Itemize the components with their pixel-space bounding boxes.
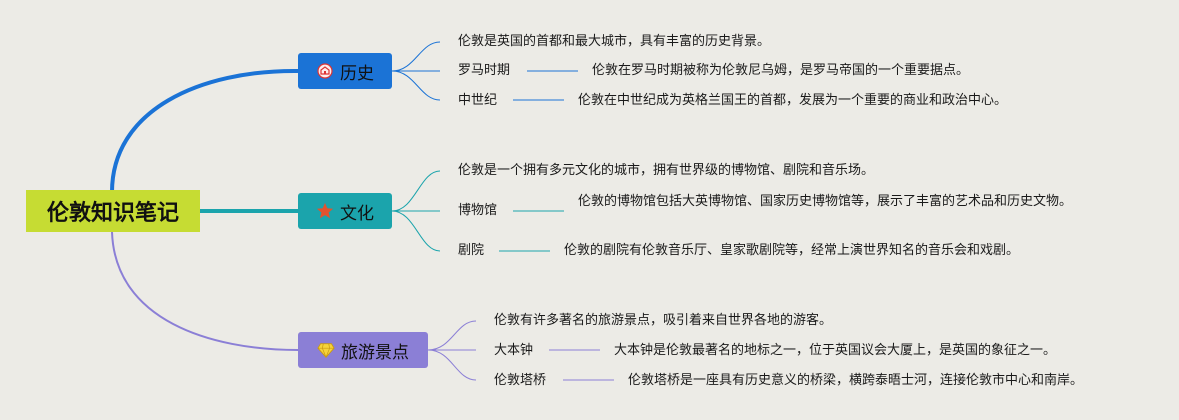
connector-tourism-item-2 [427, 349, 477, 381]
root-topic-label: 伦敦知识笔记 [46, 201, 179, 226]
root-topic[interactable]: 伦敦知识笔记 [26, 190, 200, 232]
history-topic-1: 罗马时期 [458, 63, 511, 78]
diamond-icon [317, 341, 335, 359]
connector-culture-item-2 [391, 210, 441, 252]
culture-detail-1: 伦敦的博物馆包括大英博物馆、国家历史博物馆等，展示了丰富的艺术品和历史文物。 [578, 194, 1073, 209]
tourism-detail-1: 大本钟是伦敦最著名的地标之一，位于英国议会大厦上，是英国的象征之一。 [614, 343, 1057, 358]
branch-tourism[interactable]: 旅游景点 [298, 332, 428, 368]
tourism-summary: 伦敦有许多著名的旅游景点，吸引着来自世界各地的游客。 [494, 313, 833, 328]
star-icon [316, 202, 334, 220]
tourism-detail-2: 伦敦塔桥是一座具有历史意义的桥梁，横跨泰晤士河，连接伦敦市中心和南岸。 [628, 373, 1084, 388]
history-detail-2: 伦敦在中世纪成为英格兰国王的首都，发展为一个重要的商业和政治中心。 [578, 93, 1008, 108]
branch-culture[interactable]: 文化 [298, 193, 392, 229]
connector-culture-summary [391, 170, 441, 212]
landmark-icon [316, 62, 334, 80]
connector-tourism-summary [427, 320, 477, 351]
branch-history-label: 历史 [340, 63, 374, 84]
connector-root-history [110, 68, 299, 193]
tourism-topic-1: 大本钟 [494, 343, 534, 358]
connector-root-tourism [111, 231, 299, 351]
branch-culture-label: 文化 [340, 203, 374, 224]
branch-history[interactable]: 历史 [298, 53, 392, 89]
branch-tourism-label: 旅游景点 [341, 342, 409, 363]
culture-topic-2: 剧院 [458, 243, 485, 258]
culture-topic-1: 博物馆 [458, 203, 498, 218]
history-detail-1: 伦敦在罗马时期被称为伦敦尼乌姆，是罗马帝国的一个重要据点。 [592, 63, 970, 78]
connector-history-summary [391, 41, 441, 72]
culture-summary: 伦敦是一个拥有多元文化的城市，拥有世界级的博物馆、剧院和音乐场。 [458, 163, 875, 178]
tourism-topic-2: 伦敦塔桥 [494, 373, 547, 388]
history-summary: 伦敦是英国的首都和最大城市，具有丰富的历史背景。 [458, 34, 771, 49]
history-topic-2: 中世纪 [458, 93, 498, 108]
culture-detail-2: 伦敦的剧院有伦敦音乐厅、皇家歌剧院等，经常上演世界知名的音乐会和戏剧。 [564, 243, 1020, 258]
connector-history-item-2 [391, 70, 441, 101]
